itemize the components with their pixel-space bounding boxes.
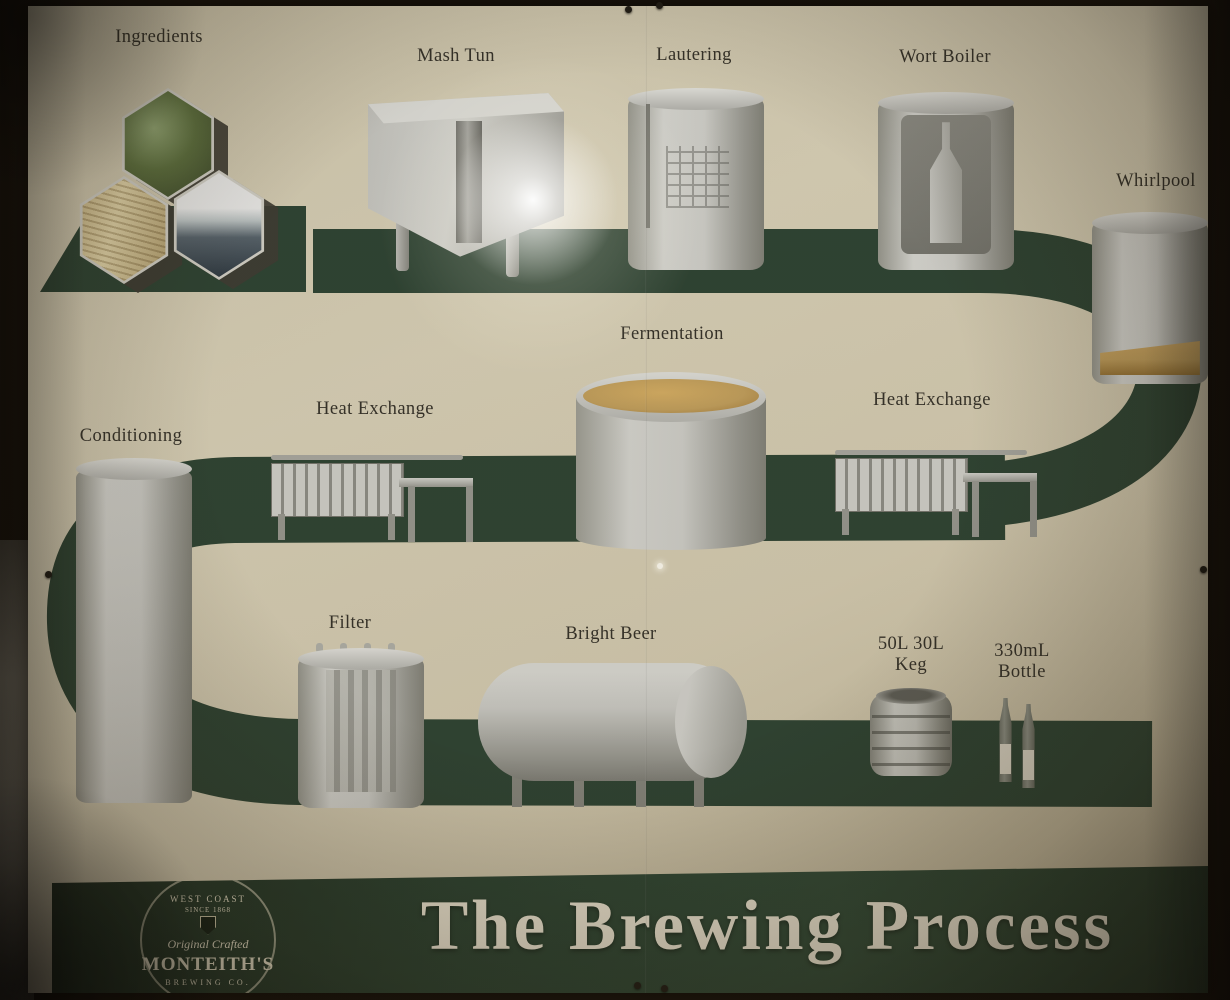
conditioning-body — [76, 470, 192, 803]
title-banner: WEST COAST SINCE 1868 Original Crafted M… — [52, 866, 1208, 993]
screw — [625, 6, 632, 13]
bottle-label — [1023, 750, 1034, 781]
stage-label-filter: Filter — [328, 613, 372, 633]
conditioning-vessel — [76, 458, 192, 803]
leg — [952, 509, 959, 535]
keg-ribs — [872, 702, 950, 772]
poster-title: The Brewing Process — [420, 887, 1115, 965]
beer-bottle — [999, 698, 1012, 782]
stage-label-ingredients: Ingredients — [115, 27, 203, 47]
filter-candles — [325, 670, 397, 792]
pipe — [834, 450, 1027, 455]
stage-label-heat-exchange-left: Heat Exchange — [316, 399, 434, 419]
mash-tun-vessel — [368, 93, 564, 279]
stage-label-wort-boiler: Wort Boiler — [899, 47, 991, 67]
stage-label-heat-exchange-right: Heat Exchange — [873, 390, 991, 410]
whirlpool-vessel — [1092, 212, 1208, 384]
ingredients-hexagons — [76, 88, 286, 293]
logo-emblem-icon — [200, 915, 216, 935]
bright-beer-vessel — [478, 663, 747, 811]
stage-label-lautering: Lautering — [656, 45, 732, 65]
logo-arc-text: WEST COAST — [169, 893, 247, 904]
keg-vessel — [870, 688, 952, 776]
leg — [972, 481, 979, 537]
logo-brand-co: BREWING CO. — [165, 977, 251, 987]
plate-stack — [270, 463, 404, 517]
logo-script-text: Original Crafted — [167, 936, 249, 951]
heat-exchange-right-vessel — [826, 443, 1044, 541]
screw — [656, 2, 663, 9]
stage-label-conditioning: Conditioning — [79, 426, 183, 446]
filter-vessel — [298, 643, 424, 808]
monteiths-logo: WEST COAST SINCE 1868 Original Crafted M… — [140, 874, 276, 993]
logo-since-text: SINCE 1868 — [185, 905, 231, 914]
screw — [1200, 566, 1207, 573]
leg — [842, 509, 849, 535]
bottles — [995, 698, 1047, 790]
leg — [278, 514, 285, 540]
fermentation-vessel — [576, 372, 766, 550]
stage-label-bottle: 330mL Bottle — [994, 641, 1050, 682]
bright-beer-endcap — [675, 666, 747, 778]
bottle-label — [1000, 744, 1011, 775]
logo-brand-name: MONTEITH'S — [141, 953, 275, 975]
wort-boiler-top — [878, 92, 1014, 114]
fermentation-rim — [576, 372, 766, 422]
leg — [512, 775, 522, 807]
beer-bottle — [1022, 704, 1035, 788]
leg — [408, 486, 415, 542]
flash-glint — [657, 563, 663, 569]
plate-stack — [834, 458, 968, 512]
stage-label-whirlpool: Whirlpool — [1116, 171, 1196, 191]
leg — [388, 514, 395, 540]
wort-boiler-vessel — [878, 92, 1014, 270]
leg — [466, 486, 473, 542]
lautering-rivets — [666, 146, 729, 209]
stage-label-bright-beer: Bright Beer — [565, 624, 657, 644]
filter-top — [298, 648, 424, 670]
fermentation-wort — [583, 379, 759, 413]
panel-seam — [645, 6, 647, 993]
stage-label-keg: 50L 30L Keg — [877, 634, 945, 675]
screw — [661, 985, 668, 992]
stage-label-mash-tun: Mash Tun — [417, 46, 495, 66]
mash-tun-door — [456, 121, 482, 243]
keg-top — [875, 688, 947, 704]
pipe — [270, 455, 463, 460]
screw — [634, 982, 641, 989]
heat-exchange-left-vessel — [262, 448, 480, 546]
conditioning-top — [76, 458, 192, 480]
whirlpool-top — [1092, 212, 1208, 234]
leg — [1030, 481, 1037, 537]
lautering-vessel — [628, 88, 764, 270]
stage-label-fermentation: Fermentation — [620, 324, 724, 344]
screw — [45, 571, 52, 578]
